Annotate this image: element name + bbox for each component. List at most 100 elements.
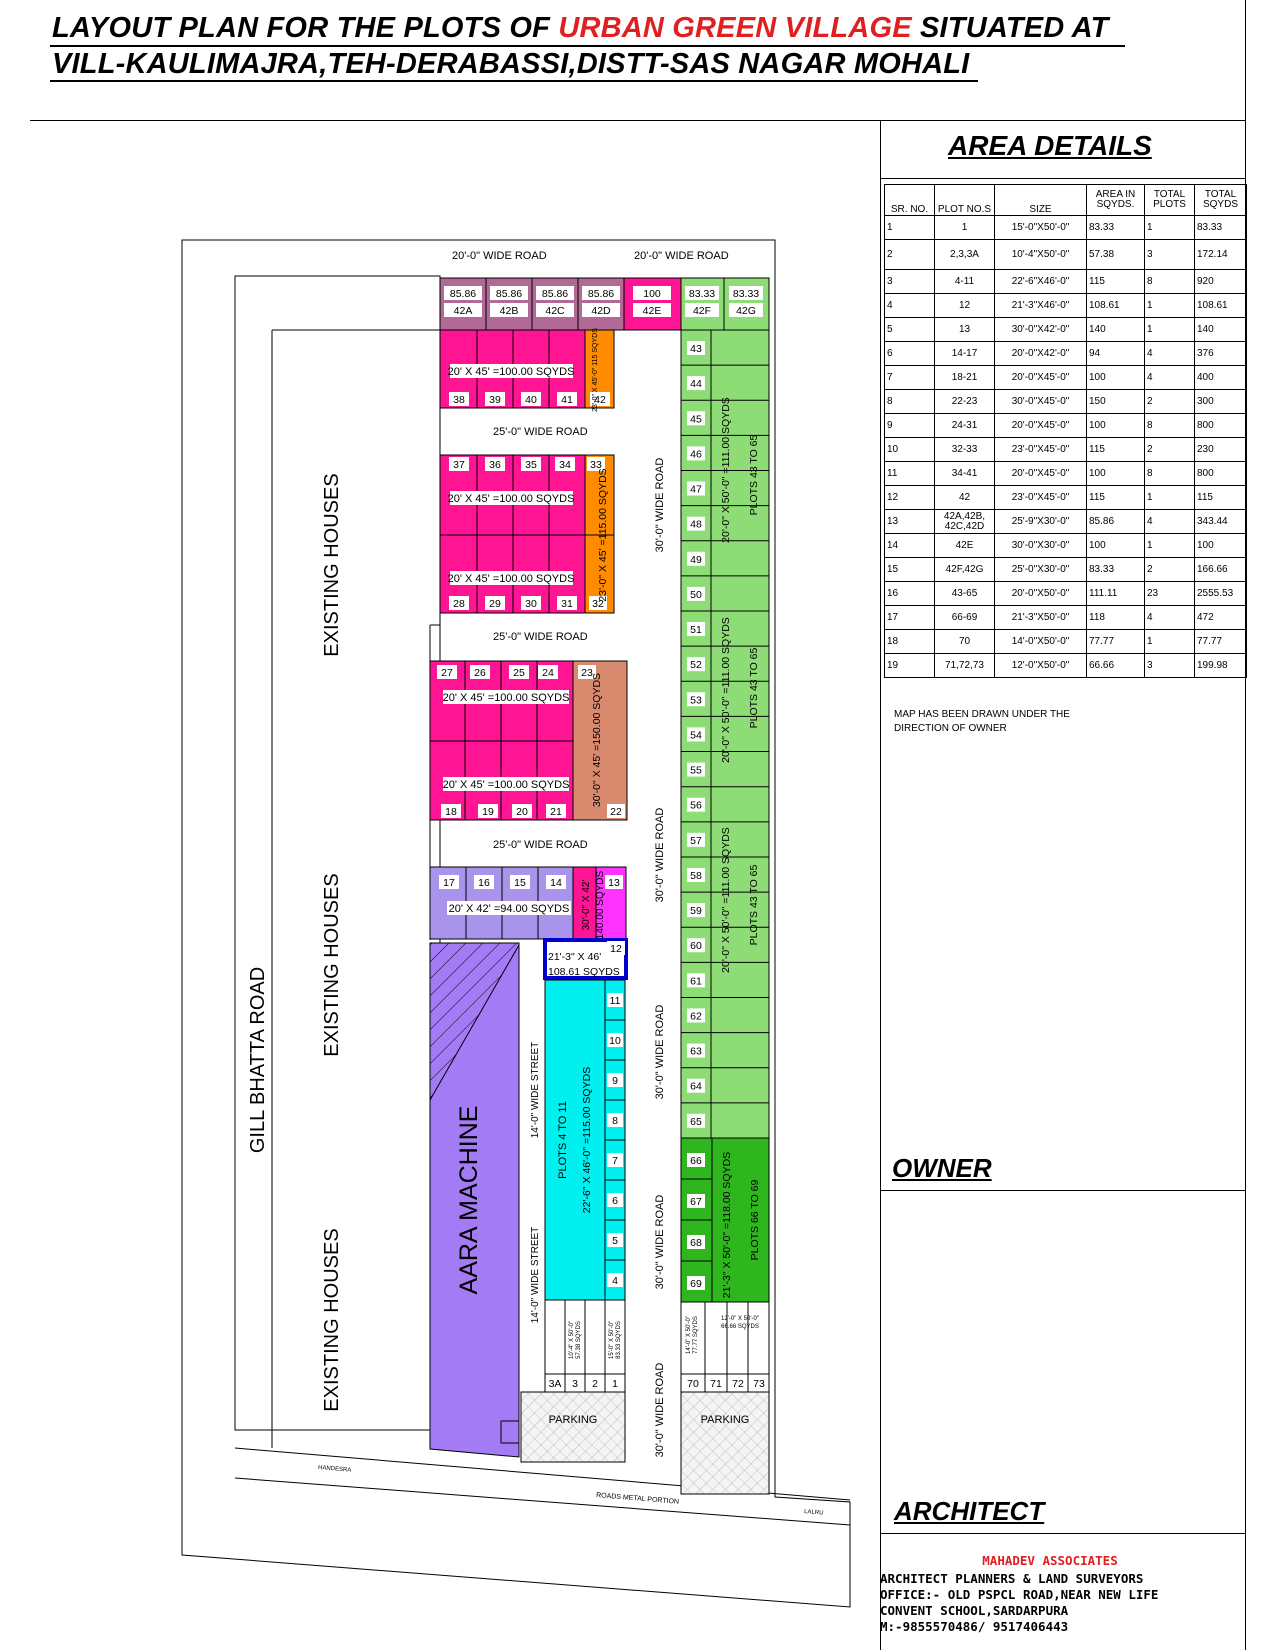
owner-rule: [880, 1190, 1245, 1191]
plot-42-number: 42: [594, 394, 606, 406]
dark-green-size-label: 21'-3" X 50'-0" =118.00 SQYDS: [721, 1152, 733, 1298]
block1-label-box: [450, 364, 573, 378]
cell-size: 30'-0"X45'-0": [994, 389, 1087, 414]
plot-number-box: [557, 392, 577, 406]
handesra-label: HANDESRA: [318, 1465, 352, 1474]
cell-plot-nos: 13: [934, 317, 995, 342]
plot-number-box: [441, 804, 461, 818]
plot-number: 66: [690, 1155, 702, 1167]
title-line-2: VILL-KAULIMAJRA,TEH-DERABASSI,DISTT-SAS …: [52, 48, 970, 80]
area-heading-rule: [880, 178, 1245, 179]
cell-area: 115: [1086, 485, 1145, 510]
cell-plot-nos: 42E: [934, 533, 995, 558]
cell-total-plots: 8: [1144, 269, 1195, 294]
cell-plot-nos: 24-31: [934, 413, 995, 438]
cell-total-plots: 4: [1144, 605, 1195, 630]
plot-22-number-box: [607, 804, 625, 818]
plot-number-box: [687, 481, 705, 496]
cell-sr-no: 12: [884, 485, 935, 510]
existing-houses-label-3: EXISTING HOUSES: [321, 1228, 343, 1411]
plot-number: 10: [609, 1035, 621, 1047]
cell-total-plots: 1: [1144, 215, 1195, 240]
owner-heading: OWNER: [892, 1153, 992, 1183]
cell-sr-no: 8: [884, 389, 935, 414]
cell-total-plots: 2: [1144, 557, 1195, 582]
plot-number: 27: [441, 667, 453, 679]
cell-area: 94: [1086, 341, 1145, 366]
plot-number: 55: [690, 765, 702, 777]
strip-area-42B: 85.86: [496, 288, 522, 300]
plot-number-box: [449, 596, 469, 610]
strip-area-box: [536, 286, 574, 300]
plot-number: 19: [482, 806, 494, 818]
cell-size: 20'-0"X45'-0": [994, 365, 1087, 390]
parking-label-right: PARKING: [701, 1414, 750, 1426]
cell-total-plots: 4: [1144, 341, 1195, 366]
plot-33-number-box: [587, 457, 605, 471]
block2-size-label-bottom: 20' X 45' =100.00 SQYDS: [448, 573, 575, 585]
plot-number: 68: [690, 1237, 702, 1249]
cell-total-plots: 23: [1144, 581, 1195, 606]
strip-area-42G: 83.33: [733, 288, 759, 300]
plot-number: 62: [690, 1010, 702, 1022]
plot-32-number: 32: [592, 598, 604, 610]
plot-number-box: [687, 1276, 705, 1290]
strip-area-42E: 100: [643, 288, 661, 300]
plot-number-box: [512, 804, 532, 818]
dark-green-plots-label: PLOTS 66 TO 69: [749, 1179, 761, 1260]
cell-total-sqyds: 343.44: [1194, 509, 1247, 534]
strip-id-42G: 42G: [736, 305, 756, 317]
plot-number-box: [687, 516, 705, 531]
cell-area: 118: [1086, 605, 1145, 630]
plot-number-box: [607, 1033, 623, 1047]
cell-plot-nos: 2,3,3A: [934, 239, 995, 270]
cell-size: 20'-0"X50'-0": [994, 581, 1087, 606]
plot-number: 29: [489, 598, 501, 610]
green-size-label-1: 20'-0" X 50'-0" =111.00 SQYDS: [720, 397, 732, 543]
cell-area: 57.38: [1086, 239, 1145, 270]
architect-heading: ARCHITECT: [894, 1496, 1045, 1526]
road-label-top-left: 20'-0" WIDE ROAD: [452, 250, 547, 262]
cell-area: 66.66: [1086, 653, 1145, 678]
plot-number-box: [449, 457, 469, 471]
plot-23-number-box: [578, 665, 596, 679]
cell-total-sqyds: 77.77: [1194, 629, 1247, 654]
green-plots-label-2: PLOTS 43 TO 65: [748, 647, 760, 728]
architect-firm-name: MAHADEV ASSOCIATES: [982, 1553, 1118, 1568]
parking-left: [520, 1391, 626, 1463]
cell-total-sqyds: 115: [1194, 485, 1247, 510]
plot-number: 14: [550, 877, 562, 889]
cell-total-sqyds: 376: [1194, 341, 1247, 366]
cell-size: 14'-0"X50'-0": [994, 629, 1087, 654]
green-plots-label-1: PLOTS 43 TO 65: [748, 434, 760, 515]
plot-number: 25: [513, 667, 525, 679]
plot-number-box: [439, 875, 459, 889]
plot-number: 15: [514, 877, 526, 889]
block-2: [439, 454, 615, 614]
plot-22-23-size-label: 30'-0" X 45' =150.00 SQYDS: [591, 673, 603, 807]
cell-sr-no: 6: [884, 341, 935, 366]
plot-number-box: [687, 903, 705, 918]
architect-info: MAHADEV ASSOCIATES ARCHITECT PLANNERS & …: [880, 1553, 1260, 1635]
plot-number-box: [474, 875, 494, 889]
cell-size: 20'-0"X42'-0": [994, 341, 1087, 366]
plot-number: 49: [690, 554, 702, 566]
plot-number-box: [546, 804, 566, 818]
column-header-size: SIZE: [994, 184, 1087, 216]
plot-number: 5: [612, 1235, 618, 1247]
cell-total-sqyds: 2555.53: [1194, 581, 1247, 606]
plot-number: 26: [474, 667, 486, 679]
plot-number-box: [510, 875, 530, 889]
strip-id-box: [490, 303, 528, 317]
strip-area-box: [685, 286, 719, 300]
block4-size-label: 20' X 42' =94.00 SQYDS: [449, 903, 570, 915]
strip-id-42F: 42F: [693, 305, 711, 317]
strip-area-42C: 85.86: [542, 288, 568, 300]
strip-area-42D: 85.86: [588, 288, 614, 300]
cell-plot-nos: 14-17: [934, 341, 995, 366]
plot-number-box: [607, 993, 623, 1007]
